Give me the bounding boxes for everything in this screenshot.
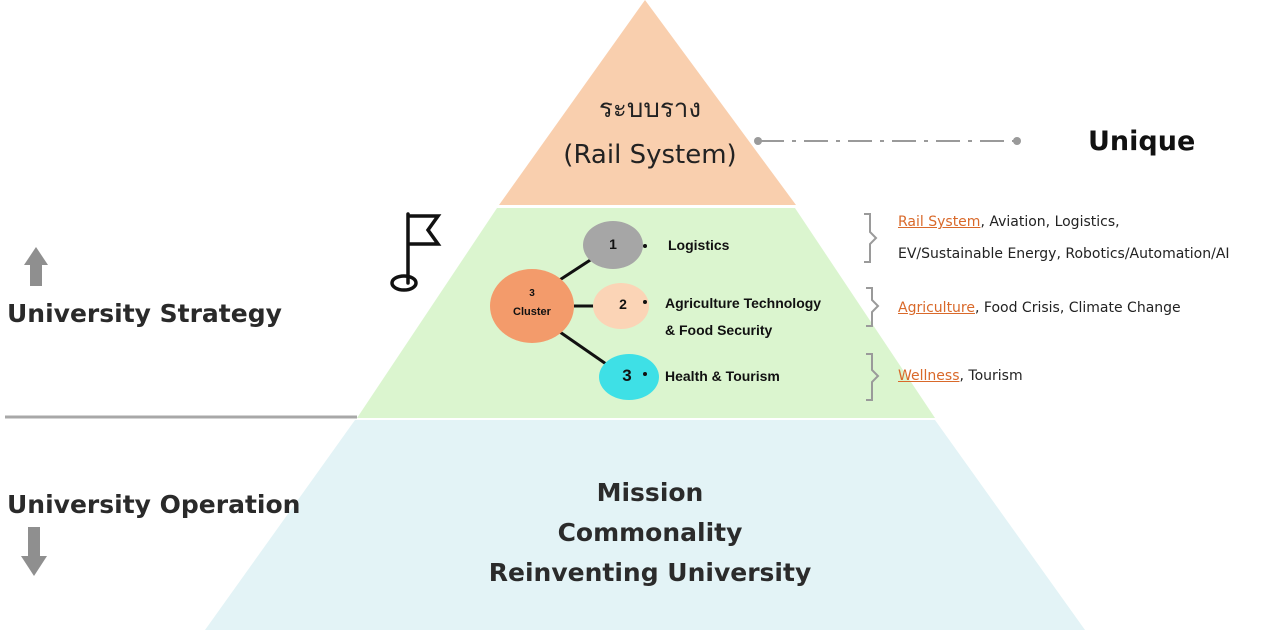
cluster-label-logistics: Logistics <box>668 237 730 253</box>
cluster-label-agriculture-line2: & Food Security <box>665 322 773 338</box>
unique-label: Unique <box>1088 126 1196 157</box>
cluster-hub <box>490 269 574 343</box>
cluster-number-1: 1 <box>609 236 617 252</box>
cluster-label-health-tourism: Health & Tourism <box>665 368 780 384</box>
university-strategy-label: University Strategy <box>7 299 282 328</box>
top-tier-title-thai: ระบบราง <box>598 94 702 124</box>
arrow-down-icon <box>21 527 47 576</box>
keywords-group-1-line1: Rail System, Aviation, Logistics, <box>898 214 1120 230</box>
bullet-3 <box>643 372 647 376</box>
bracket-group-3 <box>866 353 880 401</box>
keyword-highlight-agriculture: Agriculture <box>898 300 975 316</box>
keywords-group-2-rest: , Food Crisis, Climate Change <box>975 300 1181 316</box>
keywords-group-2: Agriculture, Food Crisis, Climate Change <box>898 300 1181 316</box>
connector-dot-right <box>1013 137 1021 145</box>
keywords-group-3: Wellness, Tourism <box>898 368 1023 384</box>
keywords-group-3-rest: , Tourism <box>959 368 1023 384</box>
bottom-tier <box>205 420 1085 630</box>
bullet-2 <box>643 300 647 304</box>
bottom-tier-reinventing: Reinventing University <box>488 558 812 587</box>
cluster-circle-1 <box>583 221 643 269</box>
cluster-hub-number: 3 <box>529 288 535 299</box>
bottom-tier-commonality: Commonality <box>557 518 743 547</box>
bottom-tier-mission: Mission <box>596 478 704 507</box>
cluster-hub-label: Cluster <box>513 306 551 318</box>
hub-link-3 <box>556 328 610 368</box>
cluster-number-2: 2 <box>619 296 627 312</box>
connector-dot-left <box>754 137 762 145</box>
cluster-number-3: 3 <box>622 366 632 385</box>
cluster-label-agriculture-line1: Agriculture Technology <box>665 295 822 311</box>
bullet-1 <box>643 244 647 248</box>
top-tier <box>499 0 796 205</box>
bracket-group-2 <box>866 287 880 327</box>
keyword-highlight-wellness: Wellness <box>898 368 960 384</box>
arrow-up-icon <box>24 247 48 286</box>
university-operation-label: University Operation <box>7 490 301 519</box>
flag-icon <box>390 212 442 292</box>
cluster-circle-2 <box>593 283 649 329</box>
keyword-highlight-rail-system: Rail System <box>898 214 981 230</box>
keywords-group-1-line2: EV/Sustainable Energy, Robotics/Automati… <box>898 246 1230 262</box>
keywords-group-1-rest: , Aviation, Logistics, <box>980 214 1120 230</box>
top-tier-title-english: (Rail System) <box>563 140 737 170</box>
bracket-group-1 <box>864 213 878 263</box>
cluster-circle-3 <box>599 354 659 400</box>
